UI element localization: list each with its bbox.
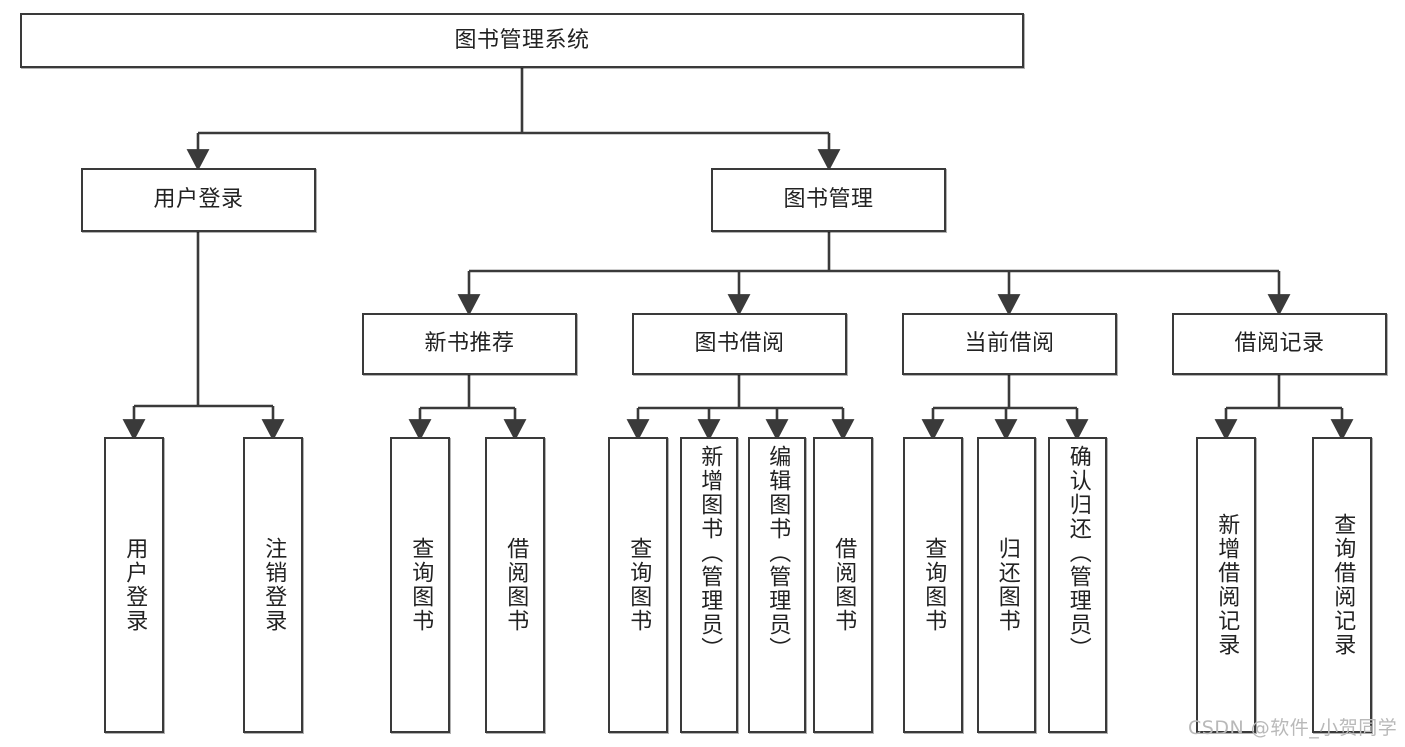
leaf-add-borrow-record-label: 新增借阅记录: [1214, 513, 1240, 657]
leaf-query-book-borrow[interactable]: 查询图书: [608, 437, 668, 733]
leaf-user-login-label: 用户登录: [122, 537, 148, 633]
leaf-borrow-book[interactable]: 借阅图书: [813, 437, 873, 733]
leaf-borrow-book-recommend[interactable]: 借阅图书: [485, 437, 545, 733]
leaf-return-book-label: 归还图书: [994, 537, 1020, 633]
leaf-query-book-borrow-label: 查询图书: [626, 537, 652, 633]
leaf-borrow-book-recommend-label: 借阅图书: [503, 537, 529, 633]
leaf-borrow-book-label: 借阅图书: [831, 537, 857, 633]
leaf-add-book-admin-label: 新增图书（管理员）: [697, 445, 723, 661]
node-root-label: 图书管理系统: [454, 27, 590, 53]
leaf-query-book-current-label: 查询图书: [921, 537, 947, 633]
leaf-logout-label: 注销登录: [261, 537, 287, 633]
leaf-query-borrow-record[interactable]: 查询借阅记录: [1312, 437, 1372, 733]
leaf-query-book-current[interactable]: 查询图书: [903, 437, 963, 733]
node-book-borrow[interactable]: 图书借阅: [632, 313, 847, 375]
node-new-book-recommend[interactable]: 新书推荐: [362, 313, 577, 375]
leaf-add-borrow-record[interactable]: 新增借阅记录: [1196, 437, 1256, 733]
leaf-query-book-recommend-label: 查询图书: [408, 537, 434, 633]
leaf-add-book-admin[interactable]: 新增图书（管理员）: [680, 437, 738, 733]
node-book-management[interactable]: 图书管理: [711, 168, 946, 232]
leaf-confirm-return-admin-label: 确认归还（管理员）: [1065, 445, 1091, 661]
node-borrow-record-label: 借阅记录: [1234, 331, 1325, 357]
leaf-edit-book-admin-label: 编辑图书（管理员）: [765, 445, 791, 661]
node-current-borrow[interactable]: 当前借阅: [902, 313, 1117, 375]
watermark: CSDN @软件_小贺同学: [1188, 717, 1398, 739]
leaf-edit-book-admin[interactable]: 编辑图书（管理员）: [748, 437, 806, 733]
leaf-query-book-recommend[interactable]: 查询图书: [390, 437, 450, 733]
leaf-user-login[interactable]: 用户登录: [104, 437, 164, 733]
leaf-return-book[interactable]: 归还图书: [977, 437, 1036, 733]
node-user-login[interactable]: 用户登录: [81, 168, 316, 232]
node-new-book-recommend-label: 新书推荐: [424, 331, 515, 357]
node-book-borrow-label: 图书借阅: [694, 331, 785, 357]
leaf-confirm-return-admin[interactable]: 确认归还（管理员）: [1048, 437, 1107, 733]
leaf-query-borrow-record-label: 查询借阅记录: [1330, 513, 1356, 657]
node-current-borrow-label: 当前借阅: [964, 331, 1055, 357]
node-user-login-label: 用户登录: [153, 187, 244, 213]
node-book-management-label: 图书管理: [783, 187, 874, 213]
leaf-logout[interactable]: 注销登录: [243, 437, 303, 733]
node-root[interactable]: 图书管理系统: [20, 13, 1024, 68]
node-borrow-record[interactable]: 借阅记录: [1172, 313, 1387, 375]
